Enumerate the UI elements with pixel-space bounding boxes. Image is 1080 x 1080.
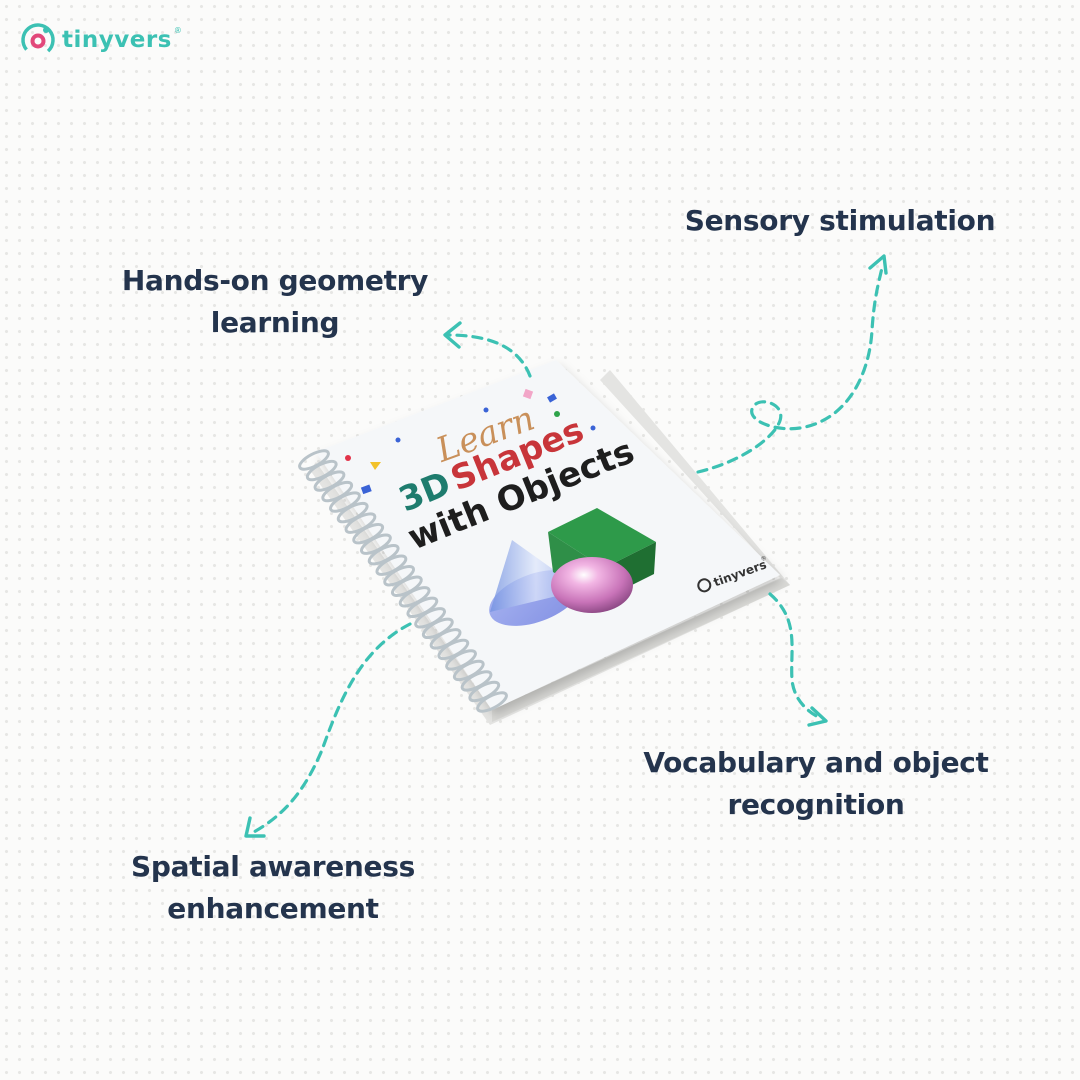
tinyvers-logo-icon bbox=[21, 23, 55, 57]
feature-line: Spatial awareness bbox=[131, 850, 415, 883]
spiral-coil bbox=[476, 691, 508, 713]
book: Learn 3D Shapes with Objects tinyvers ® bbox=[298, 360, 790, 725]
arrow-sensory bbox=[696, 266, 884, 474]
confetti bbox=[483, 407, 489, 413]
feature-line: learning bbox=[210, 306, 340, 339]
confetti bbox=[522, 388, 534, 400]
logo-wordmark: tinyvers bbox=[62, 27, 172, 53]
feature-line: recognition bbox=[727, 788, 905, 821]
arrowhead-hands-on bbox=[443, 321, 462, 349]
book-back-edge bbox=[492, 578, 790, 722]
arrowhead-sensory bbox=[868, 254, 888, 275]
feature-vocabulary-recognition: Vocabulary and object recognition bbox=[616, 742, 1016, 826]
confetti bbox=[554, 411, 560, 417]
arrow-vocabulary bbox=[768, 592, 822, 720]
cover-brand-reg: ® bbox=[760, 555, 768, 564]
arrow-hands-on bbox=[446, 333, 532, 378]
feature-line: Vocabulary and object bbox=[643, 746, 989, 779]
spiral-binding bbox=[298, 449, 508, 713]
confetti bbox=[547, 393, 557, 403]
feature-line: Sensory stimulation bbox=[684, 204, 996, 237]
arrowhead-spatial bbox=[244, 816, 266, 838]
brand-logo: tinyvers ® bbox=[20, 22, 182, 58]
cover-brand-icon bbox=[697, 578, 712, 593]
confetti bbox=[395, 437, 401, 443]
feature-spatial-awareness: Spatial awareness enhancement bbox=[108, 846, 438, 930]
confetti bbox=[360, 484, 372, 495]
feature-line: Hands-on geometry bbox=[121, 264, 429, 297]
sphere-shape bbox=[551, 557, 633, 613]
confetti bbox=[590, 425, 596, 431]
arrow-spatial bbox=[250, 622, 412, 835]
logo-registered-mark: ® bbox=[173, 26, 182, 35]
feature-hands-on-geometry: Hands-on geometry learning bbox=[100, 260, 450, 344]
arrowhead-vocabulary bbox=[807, 706, 828, 727]
feature-sensory-stimulation: Sensory stimulation bbox=[665, 200, 1015, 242]
feature-line: enhancement bbox=[167, 892, 379, 925]
book-cover bbox=[316, 360, 780, 710]
confetti bbox=[370, 462, 381, 470]
confetti bbox=[345, 455, 351, 461]
